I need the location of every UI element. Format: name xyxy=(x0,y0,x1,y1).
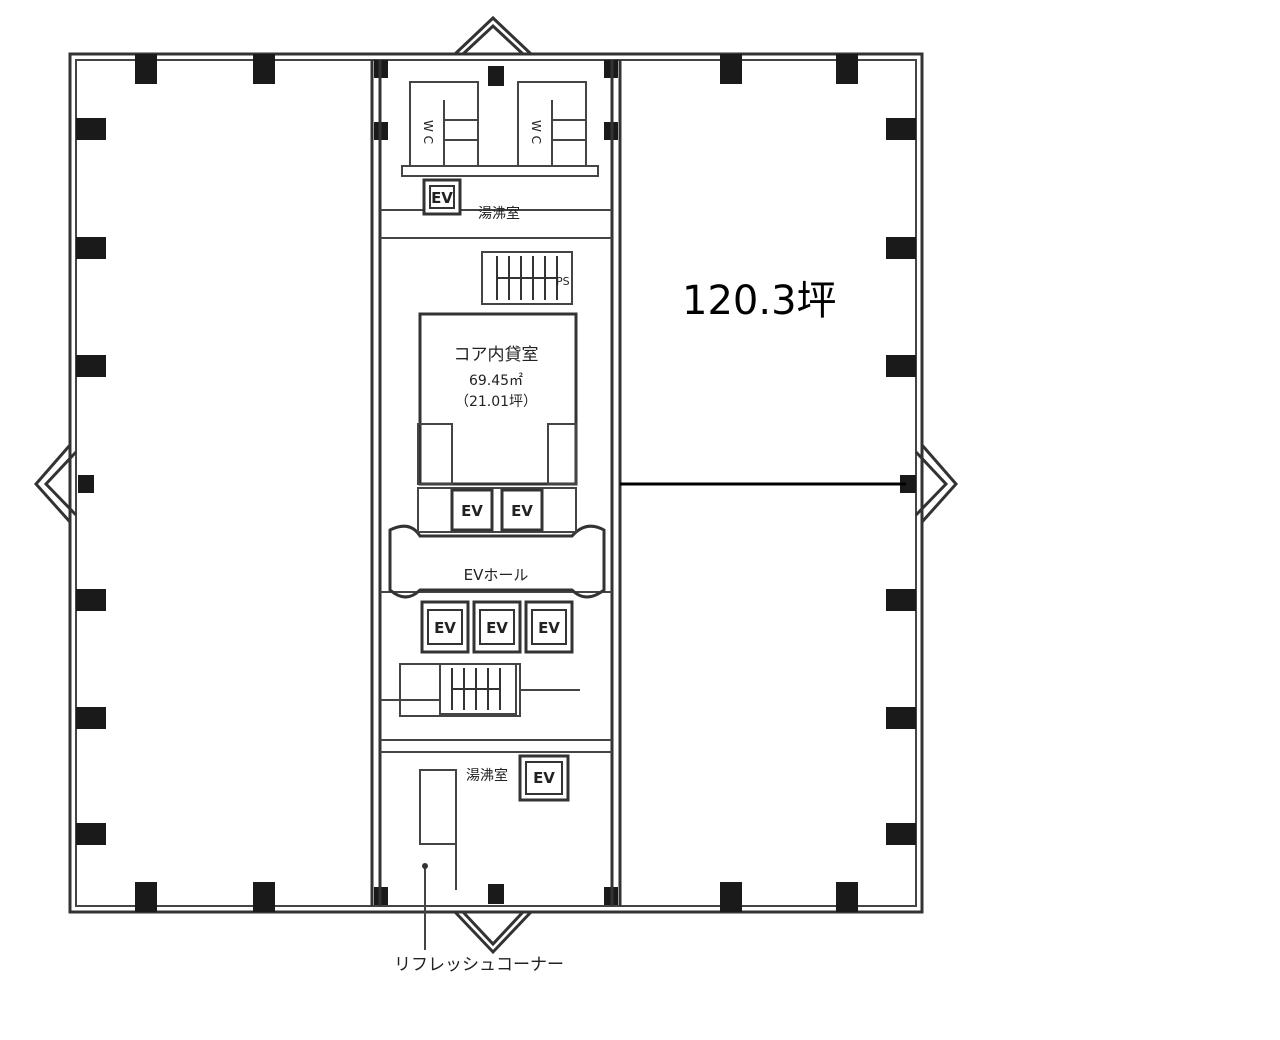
pipe-shaft-label: PS xyxy=(556,275,570,288)
stairs-upper xyxy=(481,251,573,305)
elevator-upper: EV xyxy=(422,178,462,216)
elevator-bank-3: EV xyxy=(524,600,574,654)
ev-hall-label: EVホール xyxy=(464,566,529,584)
core-room-name: コア内貸室 xyxy=(454,345,539,365)
ev-label: EV xyxy=(431,189,453,207)
ev-label: EV xyxy=(461,502,483,520)
leader-dot xyxy=(422,863,428,869)
elevator-bank-2: EV xyxy=(472,600,522,654)
elevator-mid-2: EV xyxy=(500,488,544,532)
entrance-arrows xyxy=(33,15,959,955)
refresh-corner-label: リフレッシュコーナー xyxy=(394,955,564,975)
structural-columns xyxy=(76,54,916,912)
core-room-sqm: 69.45㎡ xyxy=(469,373,523,389)
ev-label: EV xyxy=(533,769,555,787)
ev-label: EV xyxy=(486,619,508,637)
tenant-area-label: 120.3坪 xyxy=(682,278,837,324)
elevator-lower: EV xyxy=(518,754,570,802)
ev-label: EV xyxy=(434,619,456,637)
ev-label: EV xyxy=(538,619,560,637)
wc-label-right: W C xyxy=(529,120,543,144)
elevator-mid-1: EV xyxy=(450,488,494,532)
wc-label-left: W C xyxy=(421,120,435,144)
ev-label: EV xyxy=(511,502,533,520)
hot-water-room-label-upper: 湯沸室 xyxy=(478,205,520,222)
hot-water-room-label-lower: 湯沸室 xyxy=(466,767,508,784)
core-room-tsubo: （21.01坪） xyxy=(455,394,537,410)
elevator-bank-1: EV xyxy=(420,600,470,654)
stairs-lower xyxy=(439,663,517,715)
